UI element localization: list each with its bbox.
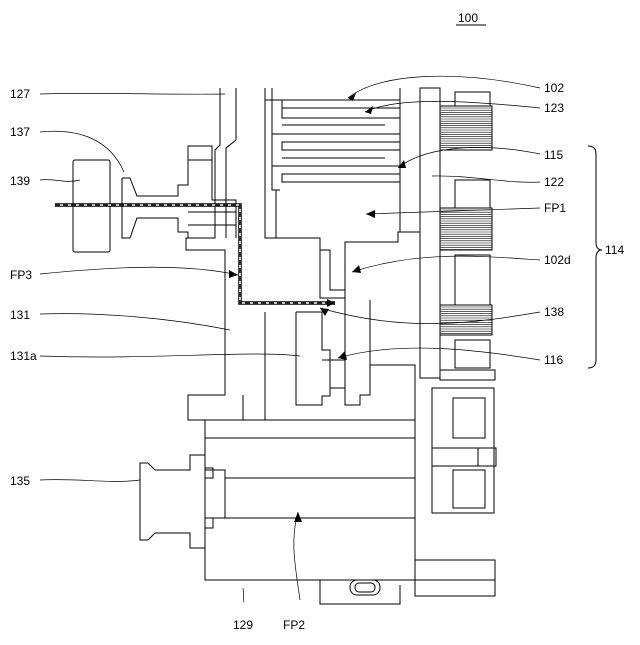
coil-hatch xyxy=(440,106,492,335)
label-131: 131 xyxy=(10,308,30,322)
label-131a: 131a xyxy=(10,349,37,363)
label-129: 129 xyxy=(233,618,253,632)
housing-body xyxy=(186,88,415,580)
label-138: 138 xyxy=(544,305,564,319)
bottom-seal xyxy=(320,580,400,604)
label-fp3: FP3 xyxy=(10,268,32,282)
label-135: 135 xyxy=(10,474,30,488)
right-lower-blocks xyxy=(415,388,496,596)
label-fp1: FP1 xyxy=(544,201,566,215)
label-102: 102 xyxy=(544,81,564,95)
label-137: 137 xyxy=(10,125,30,139)
label-115: 115 xyxy=(544,148,563,162)
label-122: 122 xyxy=(544,175,564,189)
leader-lines xyxy=(40,76,540,602)
label-102d: 102d xyxy=(544,253,571,267)
fitting-137 xyxy=(122,146,236,238)
flow-path-fp3 xyxy=(55,205,335,307)
figure-number: 100 xyxy=(458,11,478,25)
label-116: 116 xyxy=(544,353,563,367)
label-123: 123 xyxy=(544,101,564,115)
brace-114 xyxy=(588,146,602,368)
label-fp2: FP2 xyxy=(283,618,305,632)
bolt-135 xyxy=(140,455,225,548)
leader-arrows xyxy=(229,93,406,522)
label-127: 127 xyxy=(10,87,30,101)
label-139: 139 xyxy=(10,174,30,188)
label-114: 114 xyxy=(605,243,624,257)
